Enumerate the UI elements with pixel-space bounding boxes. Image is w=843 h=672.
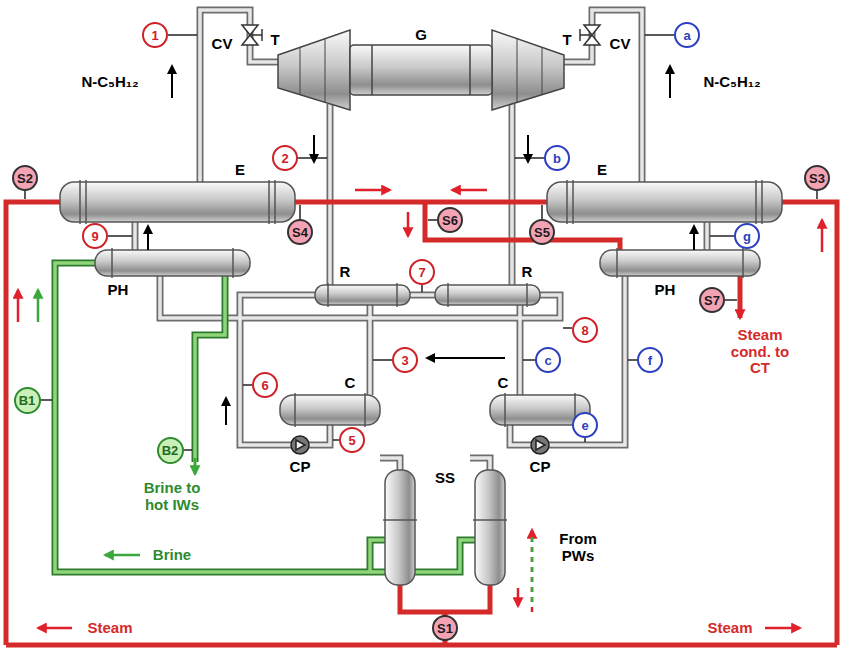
part-label: C [497,375,510,392]
callout-number: b [553,152,561,165]
callout-number: B1 [19,394,36,407]
callout-number: S2 [17,172,33,185]
callout-number: S1 [437,622,453,635]
part-label: Brine [152,547,192,564]
steam-separator [383,470,507,585]
heat-exchanger [60,182,782,425]
part-label: E [234,162,246,179]
callout-circle: S6 [437,207,463,233]
part-label: Steam cond. to CT [719,327,801,377]
callout-number: S4 [292,226,308,239]
part-label: Steam [706,620,753,637]
callout-number: g [743,230,751,243]
callout-number: 9 [91,230,98,243]
part-label: T [561,32,572,49]
callout-circle: a [674,22,700,48]
callout-number: S6 [442,214,458,227]
part-label: SS [434,470,456,487]
part-label: From PWs [555,531,602,565]
flange-lines [80,180,762,427]
callout-circle: S7 [699,287,725,313]
callout-circle: S4 [287,219,313,245]
callout-circle: B1 [14,387,41,414]
part-label: G [414,27,428,44]
callout-number: B2 [162,444,179,457]
part-label: CV [211,36,234,53]
part-label: Steam [86,620,133,637]
part-label: CV [609,36,632,53]
working-fluid-pipe [135,10,707,470]
part-label: CP [529,459,552,476]
callout-circle: f [637,347,663,373]
steam-pipe [6,202,837,645]
part-label: Brine to hot IWs [141,480,203,514]
callout-number: 1 [151,29,158,42]
callout-circle: 1 [142,22,168,48]
callout-number: 2 [281,152,288,165]
callout-circle: 7 [409,259,435,285]
callout-circle: c [535,347,561,373]
callout-number: S5 [534,226,550,239]
callout-number: f [648,354,652,367]
callout-circle: g [734,223,760,249]
callout-circle: e [572,412,598,438]
part-label: CP [289,459,312,476]
callout-number: 8 [581,324,588,337]
callout-circle: S3 [804,165,830,191]
callout-circle: S2 [12,165,38,191]
part-label: PH [654,282,677,299]
part-label: N-C₅H₁₂ [702,74,761,91]
callout-circle: 6 [252,372,278,398]
part-label: R [339,264,352,281]
pump-symbol [291,436,549,454]
callout-number: 3 [401,354,408,367]
callout-circle: S1 [432,615,458,641]
leader-line [25,35,817,450]
callout-circle: b [544,145,570,171]
callout-circle: 3 [392,347,418,373]
callout-number: 6 [261,379,268,392]
part-label: T [269,32,280,49]
part-label: E [596,162,608,179]
callout-number: c [544,354,551,367]
callout-circle: 9 [82,223,108,249]
callout-circle: 5 [339,427,365,453]
flow-arrow [18,66,822,628]
callout-number: S7 [704,294,720,307]
callout-number: S3 [809,172,825,185]
callout-circle: 8 [572,317,598,343]
part-label: N-C₅H₁₂ [80,74,139,91]
callout-number: e [581,419,588,432]
part-label: C [344,375,357,392]
callout-number: a [683,29,690,42]
callout-circle: 2 [272,145,298,171]
working-fluid-pipe [135,10,707,470]
callout-number: 7 [418,266,425,279]
part-label: R [521,264,534,281]
callout-number: 5 [348,434,355,447]
callout-circle: B2 [157,437,184,464]
control-valve [242,25,600,45]
callout-circle: S5 [529,219,555,245]
part-label: PH [107,282,130,299]
